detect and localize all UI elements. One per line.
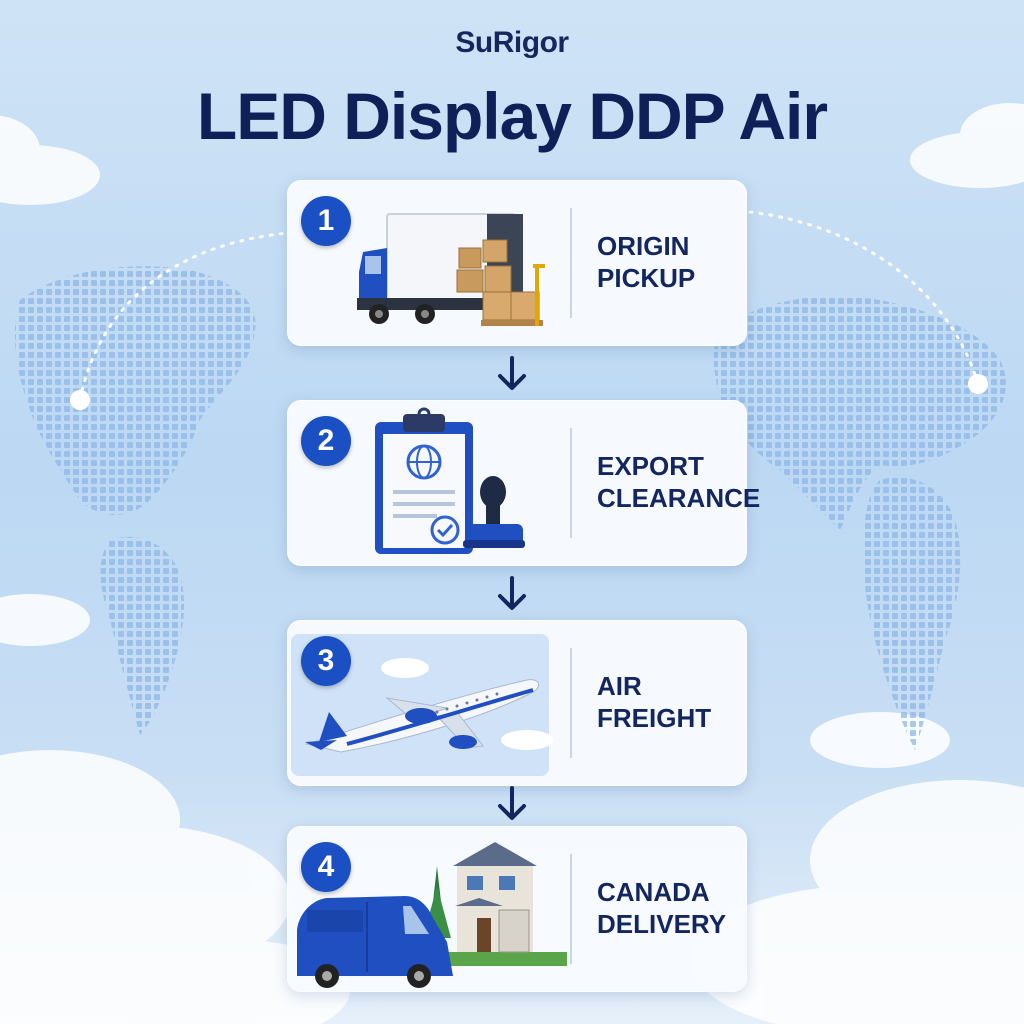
step-label: CANADA DELIVERY	[597, 876, 747, 940]
card-divider	[570, 208, 572, 318]
step-label-line2: DELIVERY	[597, 909, 727, 939]
route-arc-right	[748, 210, 980, 386]
arrow-down-icon	[498, 576, 526, 610]
airplane-icon	[291, 634, 553, 776]
step-number-badge: 1	[301, 196, 351, 246]
step-label-line2: CLEARANCE	[597, 483, 761, 513]
step-label: ORIGIN PICKUP	[597, 230, 747, 294]
card-divider	[570, 648, 572, 758]
step-label-line2: FREIGHT	[597, 703, 712, 733]
step-label: AIR FREIGHT	[597, 670, 747, 734]
step-number-badge: 3	[301, 636, 351, 686]
step-label-line2: PICKUP	[597, 263, 696, 293]
step-label-line1: EXPORT	[597, 451, 704, 481]
step-label-line1: CANADA	[597, 877, 710, 907]
step-card-canada-delivery: 4 CANADA DELIVERY	[287, 826, 747, 992]
step-label-line1: ORIGIN	[597, 231, 690, 261]
card-divider	[570, 428, 572, 538]
clipboard-stamp-icon	[375, 407, 525, 554]
step-number-badge: 2	[301, 416, 351, 466]
brand-logo-text: SuRigor	[455, 26, 569, 59]
van-house-icon	[297, 842, 567, 988]
clouds	[0, 103, 1024, 1024]
route-dot-left	[70, 390, 90, 410]
step-label: EXPORT CLEARANCE	[597, 450, 761, 514]
step-number-badge: 4	[301, 842, 351, 892]
world-map	[14, 266, 1006, 750]
arrow-down-icon	[498, 786, 526, 820]
box-truck-icon	[357, 213, 545, 326]
page-title: LED Display DDP Air	[196, 79, 828, 153]
card-divider	[570, 854, 572, 964]
route-dot-right	[968, 374, 988, 394]
step-label-line1: AIR	[597, 671, 642, 701]
arrow-down-icon	[498, 356, 526, 390]
route-arc-left	[78, 230, 302, 402]
step-card-origin-pickup: 1 ORIGIN PICKUP	[287, 180, 747, 346]
step-card-air-freight: 3 AIR FREIGHT	[287, 620, 747, 786]
step-card-export-clearance: 2 EXPORT CLEARANCE	[287, 400, 761, 566]
